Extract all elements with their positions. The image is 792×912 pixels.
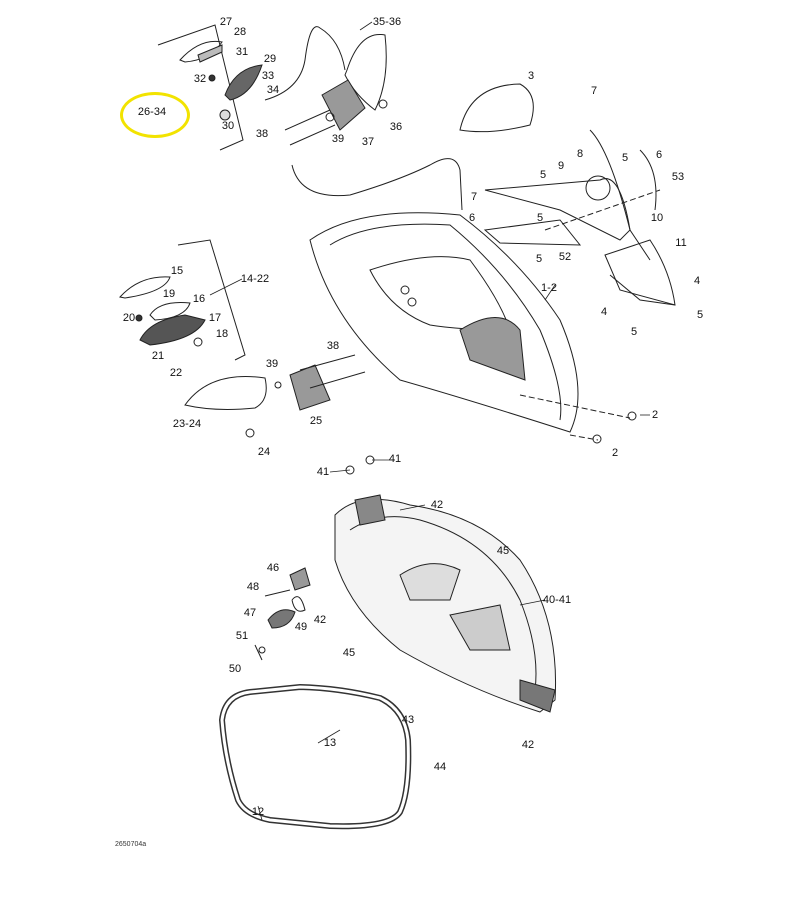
callout-1-2[interactable]: 1-2: [541, 282, 557, 294]
decal-set: [483, 129, 676, 306]
callout-5[interactable]: 5: [535, 253, 543, 265]
callout-24[interactable]: 24: [257, 446, 271, 458]
callout-38[interactable]: 38: [255, 128, 269, 140]
callout-48[interactable]: 48: [246, 581, 260, 593]
callout-17[interactable]: 17: [208, 312, 222, 324]
callout-3[interactable]: 3: [527, 70, 535, 82]
callout-7[interactable]: 7: [590, 85, 598, 97]
callout-42[interactable]: 42: [521, 739, 535, 751]
callout-37[interactable]: 37: [361, 136, 375, 148]
callout-40-41[interactable]: 40-41: [542, 594, 572, 606]
callout-50[interactable]: 50: [228, 663, 242, 675]
callout-33[interactable]: 33: [261, 70, 275, 82]
callout-51[interactable]: 51: [235, 630, 249, 642]
callout-12[interactable]: 12: [251, 806, 265, 818]
callout-32[interactable]: 32: [193, 73, 207, 85]
callout-5[interactable]: 5: [536, 212, 544, 224]
callout-34[interactable]: 34: [266, 84, 280, 96]
mirror-assembly-left-top: [157, 24, 263, 151]
callout-41[interactable]: 41: [388, 453, 402, 465]
callout-29[interactable]: 29: [263, 53, 277, 65]
callout-21[interactable]: 21: [151, 350, 165, 362]
callout-45[interactable]: 45: [496, 545, 510, 557]
callout-27[interactable]: 27: [219, 16, 233, 28]
callout-15[interactable]: 15: [170, 265, 184, 277]
callout-14-22[interactable]: 14-22: [240, 273, 270, 285]
callout-6[interactable]: 6: [655, 149, 663, 161]
front-hood-1-2: [309, 212, 579, 433]
callout-5[interactable]: 5: [630, 326, 638, 338]
callout-5[interactable]: 5: [539, 169, 547, 181]
callout-43[interactable]: 43: [401, 714, 415, 726]
callout-8[interactable]: 8: [576, 148, 584, 160]
callout-23-24[interactable]: 23-24: [172, 418, 202, 430]
callout-47[interactable]: 47: [243, 607, 257, 619]
lower-hull-40-41: [334, 494, 557, 713]
callout-10[interactable]: 10: [650, 212, 664, 224]
callout-11[interactable]: 11: [675, 237, 687, 249]
highlight-circle-26-34: [120, 92, 190, 138]
callout-49[interactable]: 49: [294, 621, 308, 633]
callout-16[interactable]: 16: [192, 293, 206, 305]
callout-5[interactable]: 5: [621, 152, 629, 164]
callout-9[interactable]: 9: [557, 160, 565, 172]
callout-6[interactable]: 6: [468, 212, 476, 224]
callout-30[interactable]: 30: [221, 120, 235, 132]
callout-2[interactable]: 2: [651, 409, 659, 421]
callout-19[interactable]: 19: [162, 288, 176, 300]
callout-44[interactable]: 44: [433, 761, 447, 773]
callout-38[interactable]: 38: [326, 340, 340, 352]
callout-31[interactable]: 31: [235, 46, 249, 58]
callout-20[interactable]: 20: [122, 312, 136, 324]
diagram-code: 2650704a: [115, 841, 147, 848]
callout-46[interactable]: 46: [266, 562, 280, 574]
callout-52[interactable]: 52: [558, 251, 572, 263]
callout-7[interactable]: 7: [470, 191, 478, 203]
callout-41[interactable]: 41: [316, 466, 330, 478]
callout-39[interactable]: 39: [331, 133, 345, 145]
callout-4[interactable]: 4: [693, 275, 701, 287]
callout-53[interactable]: 53: [671, 171, 685, 183]
callout-22[interactable]: 22: [169, 367, 183, 379]
callout-42[interactable]: 42: [430, 499, 444, 511]
callout-39[interactable]: 39: [265, 358, 279, 370]
callout-26-34[interactable]: 26-34: [137, 106, 167, 118]
callout-36[interactable]: 36: [389, 121, 403, 133]
callout-42[interactable]: 42: [313, 614, 327, 626]
callout-25[interactable]: 25: [309, 415, 323, 427]
callout-18[interactable]: 18: [215, 328, 229, 340]
callout-4[interactable]: 4: [600, 306, 608, 318]
callout-28[interactable]: 28: [233, 26, 247, 38]
callout-35-36[interactable]: 35-36: [372, 16, 402, 28]
callout-13[interactable]: 13: [323, 737, 337, 749]
callout-2[interactable]: 2: [611, 447, 619, 459]
callout-45[interactable]: 45: [342, 647, 356, 659]
callout-5[interactable]: 5: [696, 309, 704, 321]
